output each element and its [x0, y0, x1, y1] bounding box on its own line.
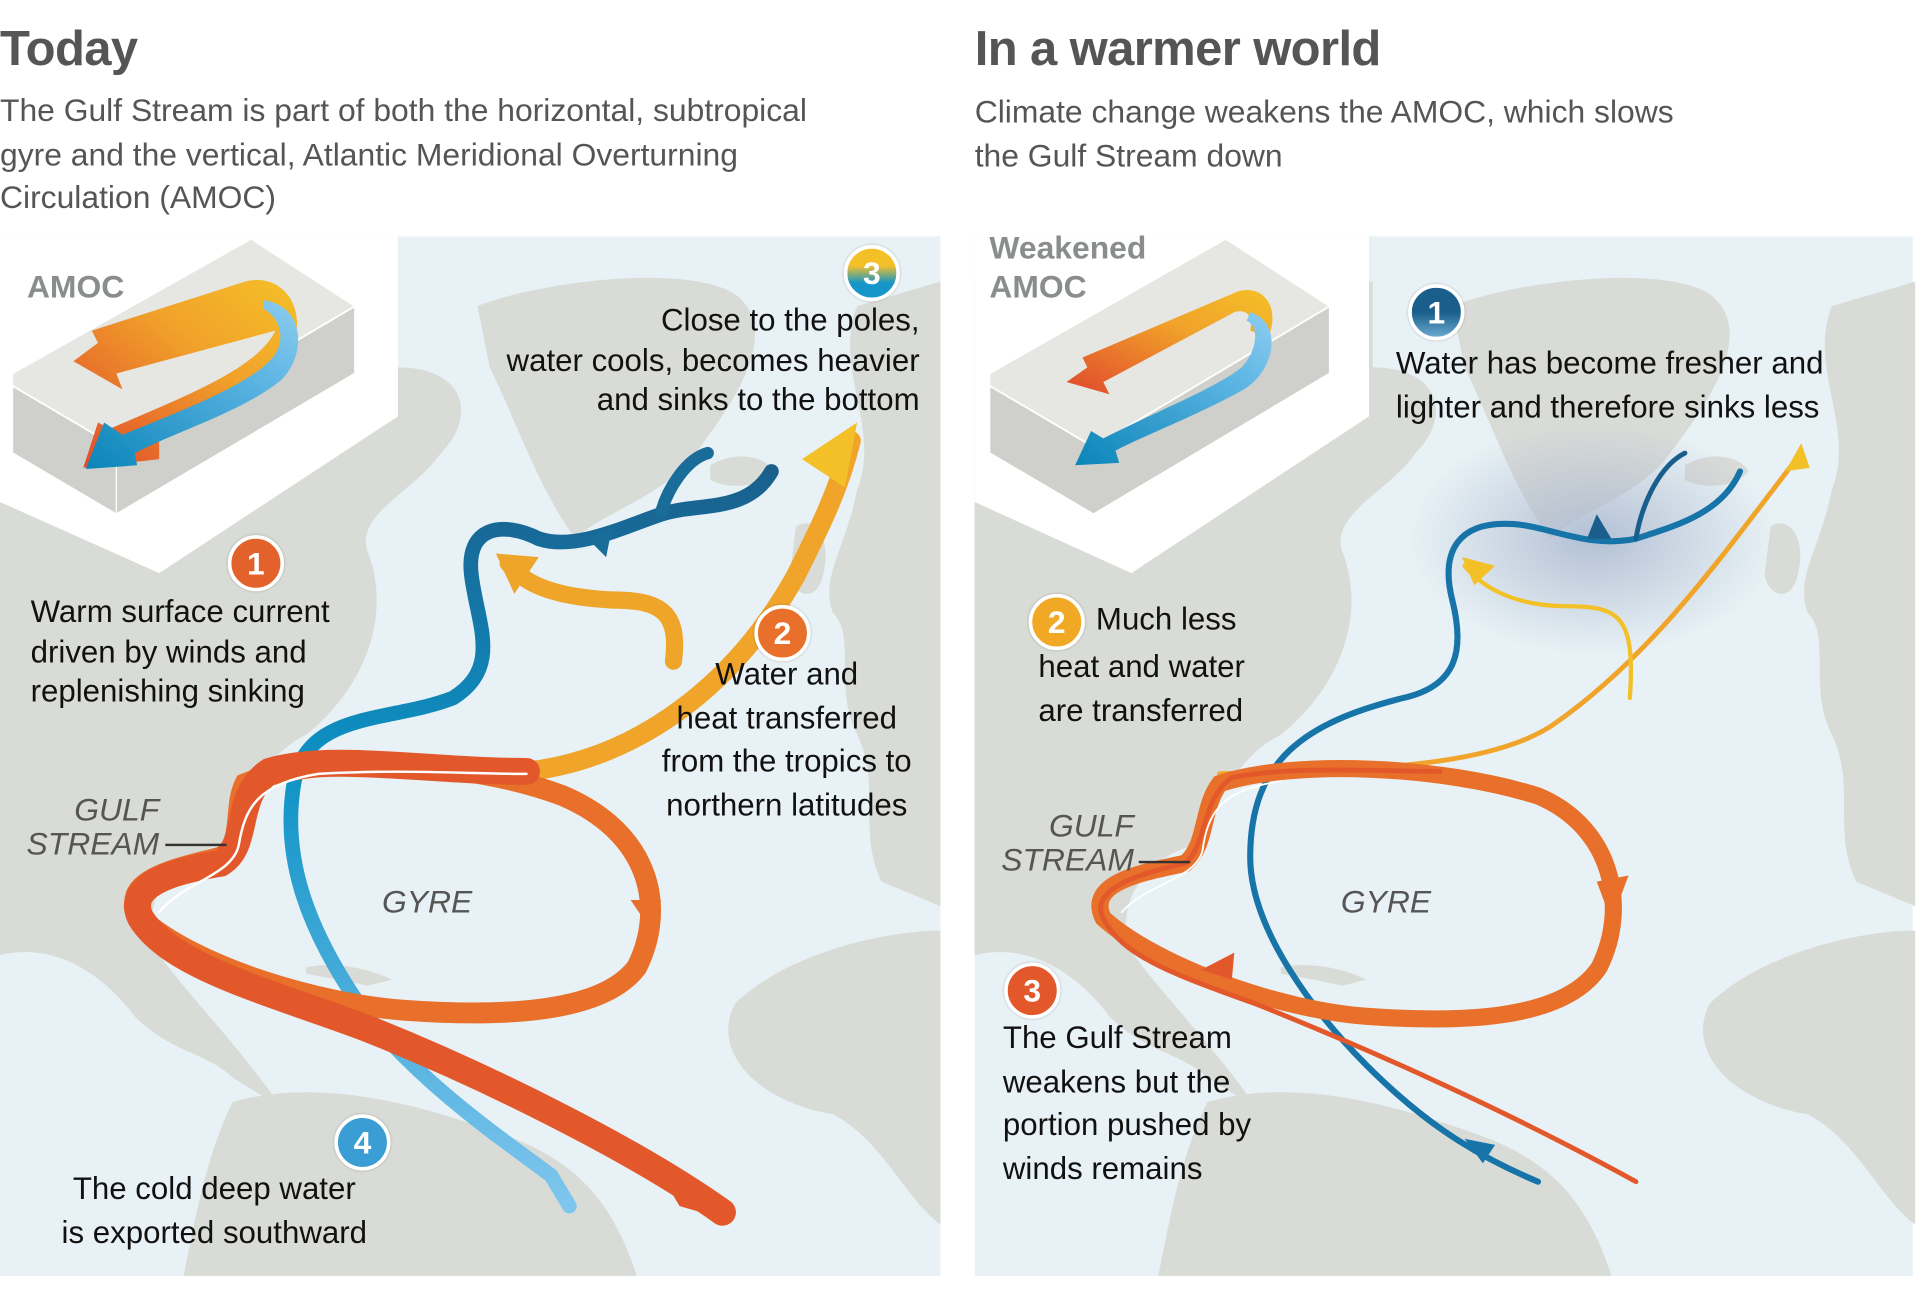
label-line: Weakened [989, 228, 1147, 266]
callout-2-text: heat and water are transferred [1038, 647, 1245, 734]
callout-line: Close to the poles, [660, 303, 920, 338]
callout-line: is exported southward [61, 1215, 368, 1250]
callout-number-1: 1 [227, 535, 285, 592]
callout-line: are transferred [1038, 693, 1244, 728]
callout-line: water cools, becomes heavier [506, 343, 920, 378]
callout-line: lighter and therefore sinks less [1395, 390, 1820, 425]
gulf-stream-label: GULF STREAM [987, 808, 1134, 877]
right-map [974, 236, 1916, 1276]
right-currents [1091, 443, 1810, 1185]
left-subtitle: The Gulf Stream is part of both the hori… [0, 89, 807, 219]
callout-line: Water has become fresher and [1395, 346, 1824, 381]
subtitle-line: the Gulf Stream down [974, 136, 1283, 174]
callout-line: replenishing sinking [30, 674, 305, 709]
callout-line: Water and [715, 657, 859, 692]
gulf-stream-label: GULF STREAM [15, 791, 160, 863]
callout-number-2: 2 [1028, 593, 1085, 651]
callout-line: driven by winds and [30, 634, 307, 670]
subtitle-line: The Gulf Stream is part of both the hori… [0, 91, 807, 129]
callout-2-first-line: Much less [1095, 602, 1237, 637]
weakened-amoc-box-diagram [988, 237, 1331, 516]
yellow-branch [499, 554, 684, 670]
callout-2-text: Water and heat transferred from the trop… [637, 654, 937, 828]
right-subtitle: Climate change weakens the AMOC, which s… [975, 91, 1674, 178]
gyre-label: GYRE [1340, 882, 1432, 920]
callout-3-text: Close to the poles, water cools, becomes… [507, 301, 920, 420]
weakened-amoc-label: Weakened AMOC [989, 228, 1146, 306]
callout-line: The Gulf Stream [1002, 1021, 1232, 1056]
callout-number-4: 4 [334, 1114, 391, 1171]
subtitle-line: gyre and the vertical, Atlantic Meridion… [0, 135, 738, 173]
callout-line: Warm surface current [30, 595, 330, 630]
callout-line: The cold deep water [72, 1171, 356, 1207]
amoc-box-diagram [11, 237, 357, 516]
callout-3-text: The Gulf Stream weakens but the portion … [1003, 1018, 1251, 1192]
gulf-stream-leader-line [1138, 860, 1191, 863]
callout-1-text: Warm surface current driven by winds and… [31, 593, 330, 712]
subtitle-line: Circulation (AMOC) [0, 178, 276, 216]
amoc-label: AMOC [26, 268, 125, 305]
gyre-label: GYRE [382, 882, 473, 920]
subtitle-line: Climate change weakens the AMOC, which s… [974, 93, 1674, 130]
callout-1-text: Water has become fresher and lighter and… [1396, 343, 1824, 430]
gulf-stream [124, 749, 736, 1226]
label-line: STREAM [1001, 841, 1134, 878]
label-line: GULF [1048, 806, 1134, 844]
left-title: Today [0, 22, 138, 76]
right-title: In a warmer world [974, 22, 1382, 76]
callout-number-3: 3 [1004, 962, 1061, 1019]
callout-number-1: 1 [1408, 284, 1465, 341]
label-line: STREAM [26, 825, 160, 863]
callout-line: from the tropics to [661, 744, 912, 779]
callout-number-3: 3 [843, 244, 901, 302]
gulf-stream-leader-line [165, 843, 227, 846]
callout-line: weakens but the [1002, 1064, 1231, 1099]
callout-line: winds remains [1002, 1151, 1203, 1186]
callout-number-2: 2 [754, 604, 811, 662]
callout-4-text: The cold deep water is exported southwar… [31, 1168, 398, 1255]
callout-line: heat transferred [676, 701, 897, 736]
label-line: GULF [74, 791, 160, 828]
callout-line: and sinks to the bottom [596, 383, 920, 418]
label-line: AMOC [989, 268, 1087, 305]
callout-line: northern latitudes [666, 787, 908, 823]
callout-line: portion pushed by [1002, 1108, 1252, 1143]
callout-line: heat and water [1038, 650, 1245, 685]
